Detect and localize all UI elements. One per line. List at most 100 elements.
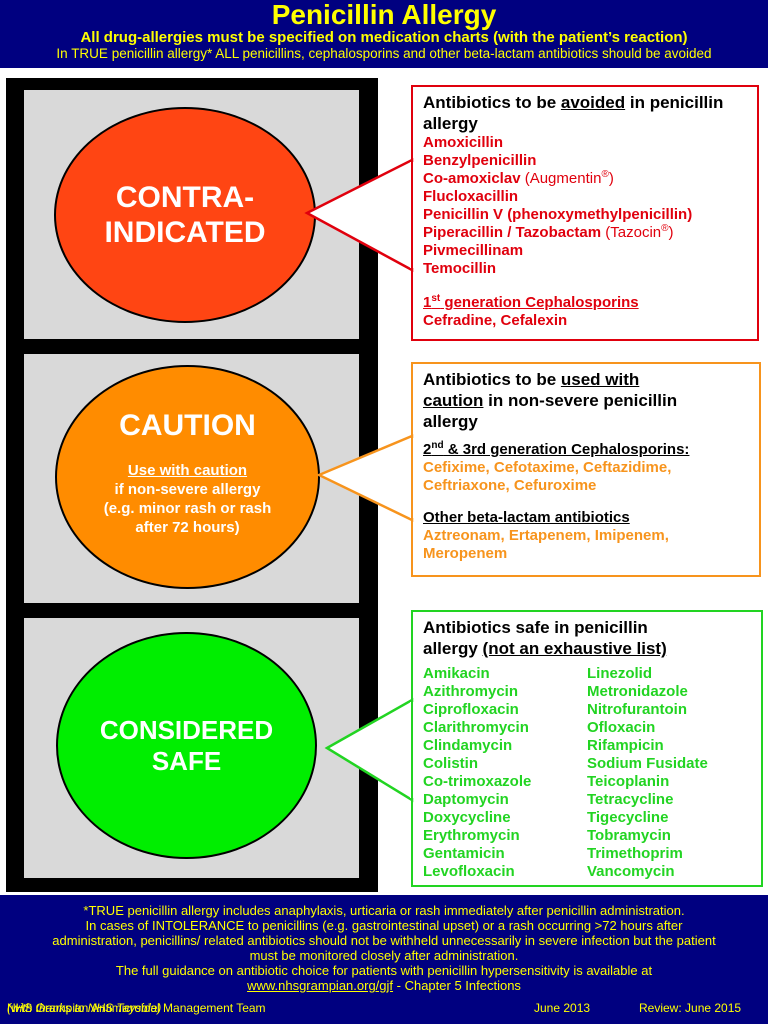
avoid-ceph-heading: 1st generation Cephalosporins (423, 294, 747, 312)
footer: *TRUE penicillin allergy includes anaphy… (0, 895, 768, 1024)
caution-heading-key1: used with (560, 370, 640, 389)
ceph-ordinal: st (431, 293, 441, 304)
caution-heading: Antibiotics to be used with caution in no… (423, 369, 749, 432)
list-item: Teicoplanin (587, 773, 670, 790)
green-light-line1: CONSIDERED (99, 714, 274, 745)
safe-heading: Antibiotics safe in penicillin allergy (n… (423, 617, 751, 659)
list-item: Rifampicin (587, 737, 664, 754)
avoid-heading-post: in penicillin allergy (423, 93, 724, 133)
ceph-number: 2 (423, 441, 432, 458)
guidance-link-suffix: - Chapter 5 Infections (393, 978, 521, 993)
list-item: Sodium Fusidate (587, 755, 708, 772)
brand-name: (Augmentin (524, 170, 602, 187)
safe-list-col1: Amikacin Azithromycin Ciprofloxacin Clar… (423, 665, 587, 881)
red-light-line2: INDICATED (104, 216, 266, 249)
list-item: Nitrofurantoin (587, 701, 687, 718)
list-item: Linezolid (587, 665, 652, 682)
ceph-text: & 3rd generation Cephalosporins: (443, 441, 690, 458)
list-item: Meropenem (423, 545, 508, 562)
list-item: Clindamycin (423, 737, 513, 754)
list-item: Pivmecillinam (423, 242, 524, 259)
amber-light-note-underlined: Use with caution (127, 461, 248, 479)
list-item: Levofloxacin (423, 863, 515, 880)
list-item: Vancomycin (587, 863, 675, 880)
list-item: Co-amoxiclav (Augmentin®) (423, 170, 747, 188)
ceph-text: generation Cephalosporins (440, 294, 639, 311)
list-item: Tobramycin (587, 827, 671, 844)
list-item: Cefixime, Cefotaxime, Ceftazidime, (423, 459, 672, 476)
avoid-list: Amoxicillin Benzylpenicillin Co-amoxicla… (423, 134, 747, 278)
review-date: Review: June 2015 (639, 1001, 742, 1015)
brand-close: ) (668, 224, 674, 241)
caution-heading-pre: Antibiotics to be (423, 370, 561, 389)
footer-note-line: *TRUE penicillin allergy includes anaphy… (83, 903, 685, 918)
brand-name: (Tazocin (605, 224, 662, 241)
list-item: Tigecycline (587, 809, 669, 826)
list-item: Doxycycline (423, 809, 511, 826)
drug-name: Co-amoxiclav (423, 170, 521, 187)
list-item: Metronidazole (587, 683, 688, 700)
safe-heading-line1: Antibiotics safe in penicillin (423, 618, 648, 637)
footer-note-line: must be monitored closely after administ… (249, 948, 519, 963)
red-light-contraindicated: CONTRA- INDICATED (54, 107, 316, 323)
amber-light-title: CAUTION (119, 408, 256, 442)
list-item: Amoxicillin (423, 134, 504, 151)
avoid-heading-key: avoided (560, 93, 626, 112)
list-item: Ofloxacin (587, 719, 656, 736)
list-item: Trimethoprim (587, 845, 683, 862)
safe-panel: Antibiotics safe in penicillin allergy (n… (411, 610, 763, 887)
page-title: Penicillin Allergy (271, 0, 497, 30)
list-item: Azithromycin (423, 683, 519, 700)
header-banner: Penicillin Allergy All drug-allergies mu… (0, 0, 768, 68)
safe-heading-key: (not an exhaustive list) (482, 639, 667, 658)
safe-heading-pre: allergy (423, 639, 483, 658)
traffic-light: CONTRA- INDICATED CAUTION Use with cauti… (6, 78, 378, 892)
avoid-panel: Antibiotics to be avoided in penicillin … (411, 85, 759, 341)
caution-ceph-list: Cefixime, Cefotaxime, Ceftazidime, Ceftr… (423, 459, 749, 495)
amber-light-note-line2: if non-severe allergy (114, 480, 261, 498)
safe-list-col2: Linezolid Metronidazole Nitrofurantoin O… (587, 665, 751, 881)
list-item: Co-trimoxazole (423, 773, 532, 790)
list-item: Ciprofloxacin (423, 701, 519, 718)
list-item: Flucloxacillin (423, 188, 519, 205)
green-light-safe: CONSIDERED SAFE (56, 632, 317, 859)
avoid-ceph-list: Cefradine, Cefalexin (423, 312, 568, 329)
avoid-heading-pre: Antibiotics to be (423, 93, 561, 112)
brand-close: ) (608, 170, 614, 187)
red-lamp-panel: CONTRA- INDICATED (22, 88, 361, 341)
credits-team: NHS Grampian Antimicrobial Management Te… (7, 1001, 266, 1015)
caution-heading-post: in non-severe penicillin (483, 391, 678, 410)
avoid-heading: Antibiotics to be avoided in penicillin … (423, 92, 747, 134)
list-item: Erythromycin (423, 827, 520, 844)
caution-heading-key2: caution (423, 391, 484, 410)
amber-light-note-line4: after 72 hours) (135, 518, 240, 536)
team-thanks: (with thanks to NHS Tayside) (7, 1001, 162, 1015)
list-item: Amikacin (423, 665, 490, 682)
list-item: Gentamicin (423, 845, 505, 862)
caution-betalactam-heading: Other beta-lactam antibiotics (423, 509, 630, 526)
amber-lamp-panel: CAUTION Use with caution if non-severe a… (22, 352, 361, 605)
list-item: Aztreonam, Ertapenem, Imipenem, (423, 527, 669, 544)
list-item: Ceftriaxone, Cefuroxime (423, 477, 597, 494)
caution-betalactam-list: Aztreonam, Ertapenem, Imipenem, Meropene… (423, 527, 749, 563)
red-light-line1: CONTRA- (115, 181, 255, 214)
drug-name: Piperacillin / Tazobactam (423, 224, 602, 241)
green-lamp-panel: CONSIDERED SAFE (22, 616, 361, 880)
header-note: In TRUE penicillin allergy* ALL penicill… (56, 46, 712, 61)
list-item: Clarithromycin (423, 719, 529, 736)
green-light-line2: SAFE (151, 745, 222, 776)
amber-light-note-line3: (e.g. minor rash or rash (103, 499, 272, 517)
list-item: Daptomycin (423, 791, 509, 808)
team-name: NHS Grampian Antimicrobial Management Te… (7, 1001, 266, 1015)
list-item: Piperacillin / Tazobactam (Tazocin®) (423, 224, 747, 242)
caution-panel: Antibiotics to be used with caution in no… (411, 362, 761, 577)
header-subtitle: All drug-allergies must be specified on … (80, 29, 688, 46)
footer-link-line: www.nhsgrampian.org/gjf - Chapter 5 Infe… (0, 978, 768, 993)
guidance-link[interactable]: www.nhsgrampian.org/gjf (247, 978, 394, 993)
list-item: Benzylpenicillin (423, 152, 537, 169)
caution-heading-line3: allergy (423, 412, 478, 431)
amber-light-caution: CAUTION Use with caution if non-severe a… (55, 365, 320, 589)
footer-note-line: administration, penicillins/ related ant… (52, 933, 716, 948)
list-item: Temocillin (423, 260, 497, 277)
list-item: Tetracycline (587, 791, 674, 808)
